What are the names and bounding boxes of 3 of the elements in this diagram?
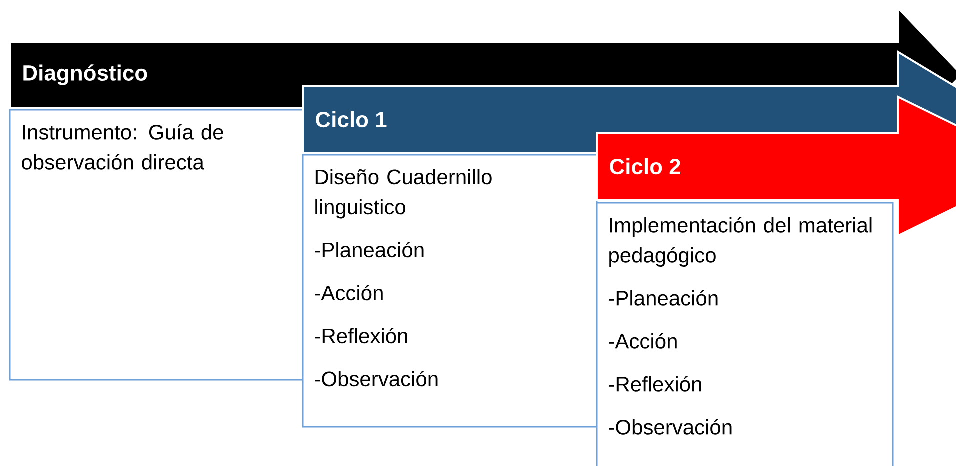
text-box: Instrumento: Guía de observación directa (9, 109, 304, 381)
text-box: Diseño Cuadernillo linguistico -Planeación -Acción -Reflexión -Observación (302, 154, 598, 428)
text-box: Implementación del material pedagógico -Planeación -Acción -Reflexión -Observación (596, 202, 894, 466)
